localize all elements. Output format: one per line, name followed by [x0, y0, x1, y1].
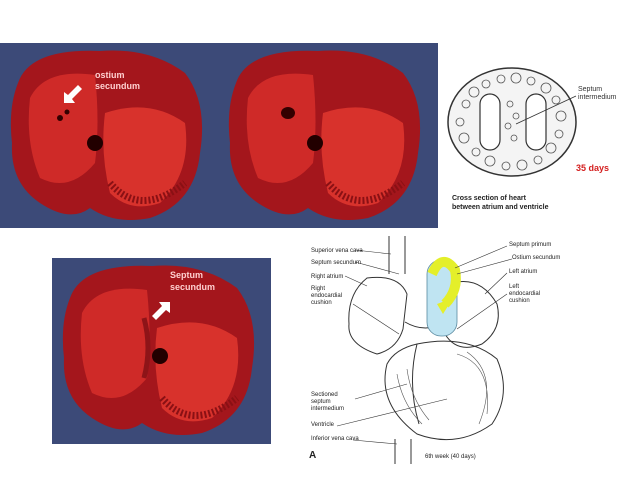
heart-model-panel-1: ostium secundum — [0, 43, 218, 228]
heart-model-image-2 — [228, 50, 421, 221]
heart-model-panel-2 — [218, 43, 438, 228]
heart-diagram-panel: Superior vena cava Septum secundum Right… — [307, 234, 577, 464]
left-endocardial-cushion-label: Left endocardial cushion — [509, 284, 541, 304]
left-atrium-label: Left atrium — [509, 269, 538, 275]
septum-primum-label: Septum primum — [509, 242, 552, 248]
figure-letter: A — [309, 450, 317, 461]
ostium-secundum-label: ostium secundum — [95, 70, 141, 91]
heart-model-image-1 — [10, 50, 203, 221]
white-arrow-icon — [64, 85, 82, 103]
septum-secundum-diagram-label: Septum secundum — [311, 260, 362, 266]
days-label: 35 days — [576, 163, 610, 173]
heart-model-image-3 — [62, 265, 255, 436]
right-atrium-label: Right atrium — [311, 274, 344, 280]
inferior-vena-cava-label: Inferior vena cava — [311, 436, 359, 442]
week-label: 6th week (40 days) — [425, 454, 476, 460]
cross-section-drawing — [447, 67, 577, 177]
septum-secundum-label: Septum secundum — [170, 270, 216, 292]
ventricle-label: Ventricle — [311, 422, 335, 428]
cross-section-panel: Septum intermedium 35 days Cross section… — [446, 64, 636, 224]
septum-intermedium-label: Septum intermedium — [578, 86, 617, 101]
right-endocardial-cushion-label: Right endocardial cushion — [311, 286, 343, 306]
superior-vena-cava-label: Superior vena cava — [311, 248, 363, 254]
ostium-secundum-diagram-label: Ostium secundum — [512, 255, 561, 261]
heart-diagram-drawing — [336, 236, 513, 464]
heart-model-panel-3: Septum secundum — [52, 258, 271, 444]
sectioned-septum-intermedium-label: Sectioned septum intermedium — [311, 392, 345, 412]
cross-section-caption: Cross section of heart between atrium an… — [452, 195, 549, 211]
white-arrow-icon — [152, 302, 170, 320]
